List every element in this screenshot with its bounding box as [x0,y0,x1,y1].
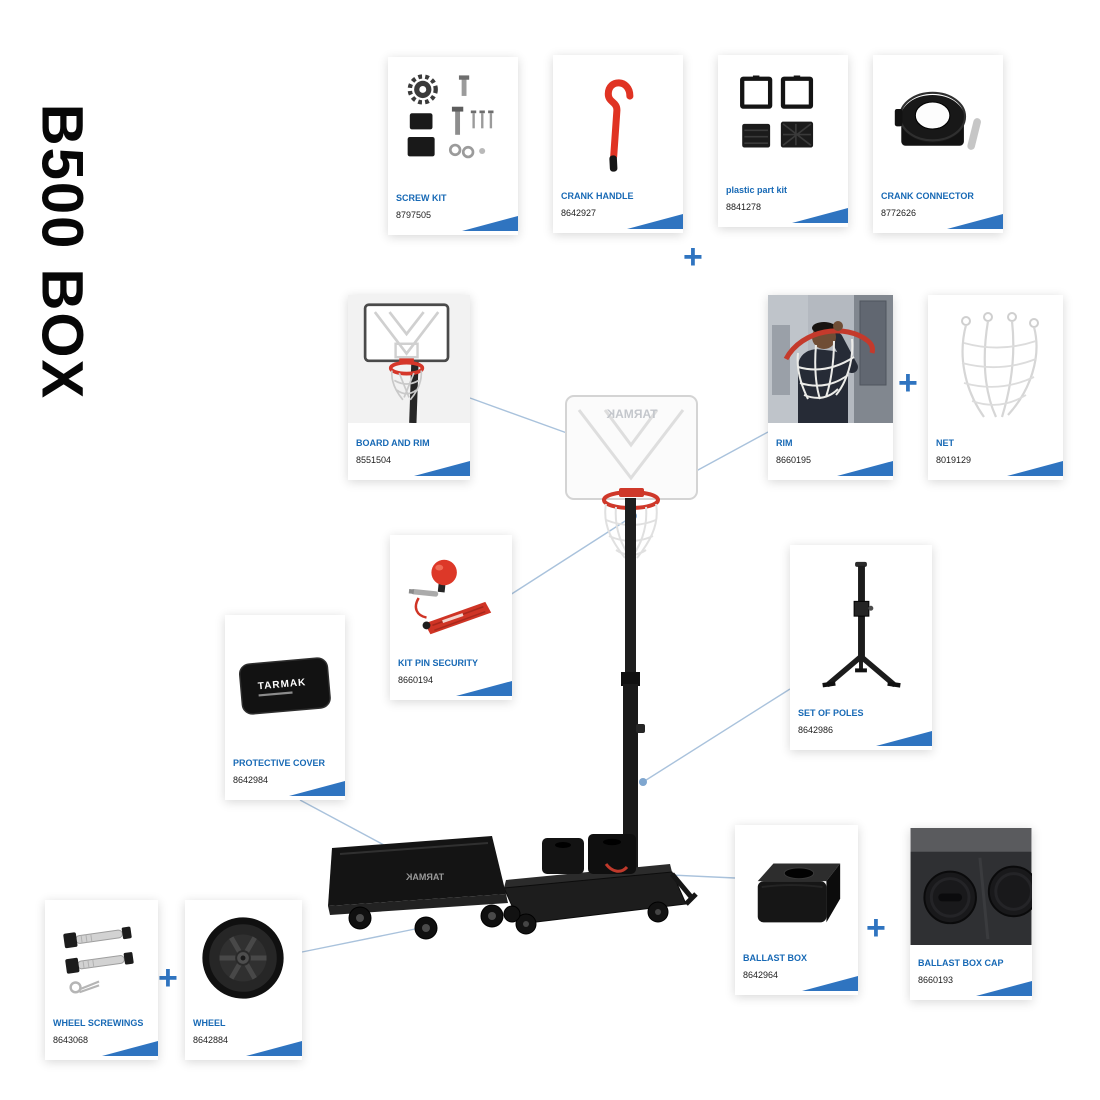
backboard-brand-text: TARMAK [606,407,657,421]
crank-connector-product-image [873,55,1003,189]
part-card-crank-handle[interactable]: CRANK HANDLE 8642927 [553,55,683,233]
ballast-box-cap-product-image [910,828,1032,956]
part-card-protective-cover[interactable]: TARMAK PROTECTIVE COVER 8642984 [225,615,345,800]
rim-product-image [768,295,893,436]
part-label: KIT PIN SECURITY [398,658,479,668]
part-label: BALLAST BOX [743,953,807,963]
cover-brand-text: TARMAK [405,872,444,882]
part-ref: 8642986 [798,725,834,735]
page-title: B500 BOX [29,103,95,401]
part-label: SCREW KIT [396,193,447,203]
part-ref: 8019129 [936,455,972,465]
part-card-board-and-rim[interactable]: BOARD AND RIM 8551504 [348,295,470,480]
part-label: WHEEL [193,1018,226,1028]
main-product-illustration: TARMAK [328,395,698,940]
part-ref: 8642984 [233,775,269,785]
wheel-screwings-product-image [45,900,158,1016]
part-label: CRANK CONNECTOR [881,191,974,201]
part-ref: 8772626 [881,208,917,218]
kit-pin-security-product-image [390,535,512,656]
part-card-wheel[interactable]: WHEEL 8642884 [185,900,302,1060]
cover-card-brand-text: TARMAK [257,677,306,692]
board-and-rim-product-image [348,295,470,436]
part-ref: 8660194 [398,675,434,685]
protective-cover-product-image: TARMAK [225,615,345,756]
part-card-rim[interactable]: RIM 8660195 [768,295,893,480]
part-label: CRANK HANDLE [561,191,634,201]
wheel-product-image [185,900,302,1016]
part-ref: 8643068 [53,1035,89,1045]
part-label: PROTECTIVE COVER [233,758,326,768]
part-label: RIM [776,438,793,448]
part-label: BOARD AND RIM [356,438,430,448]
part-card-crank-connector[interactable]: CRANK CONNECTOR 8772626 [873,55,1003,233]
part-card-ballast-box-cap[interactable]: BALLAST BOX CAP 8660193 [910,828,1032,1000]
part-card-net[interactable]: NET 8019129 [928,295,1063,480]
part-label: WHEEL SCREWINGS [53,1018,144,1028]
part-ref: 8797505 [396,210,432,220]
part-card-set-of-poles[interactable]: SET OF POLES 8642986 [790,545,932,750]
part-label: NET [936,438,954,448]
part-card-wheel-screwings[interactable]: WHEEL SCREWINGS 8643068 [45,900,158,1060]
part-ref: 8660195 [776,455,812,465]
part-ref: 8642964 [743,970,779,980]
part-ref: 8551504 [356,455,392,465]
pole [621,498,645,880]
plastic-part-kit-product-image [718,55,848,183]
plus-sign: + [898,364,918,402]
ballast-box-product-image [735,825,858,951]
plus-sign: + [866,909,886,947]
plus-sign: + [158,959,178,997]
part-ref: 8841278 [726,202,762,212]
wheeled-base [503,834,698,935]
part-card-kit-pin-security[interactable]: KIT PIN SECURITY 8660194 [390,535,512,700]
part-label: BALLAST BOX CAP [918,958,1004,968]
part-ref: 8642884 [193,1035,229,1045]
part-label: SET OF POLES [798,708,864,718]
crank-handle-product-image [553,55,683,189]
part-ref: 8642927 [561,208,597,218]
part-ref: 8660193 [918,975,954,985]
covered-base: TARMAK [328,836,508,940]
part-card-ballast-box[interactable]: BALLAST BOX 8642964 [735,825,858,995]
set-of-poles-product-image [790,545,932,706]
part-card-plastic-part-kit[interactable]: plastic part kit 8841278 [718,55,848,227]
net-product-image [928,295,1063,436]
part-card-screw-kit[interactable]: SCREW KIT 8797505 [388,57,518,235]
screw-kit-product-image [388,57,518,191]
plus-sign: + [683,238,703,276]
part-label: plastic part kit [726,185,788,195]
backboard: TARMAK [565,395,698,500]
